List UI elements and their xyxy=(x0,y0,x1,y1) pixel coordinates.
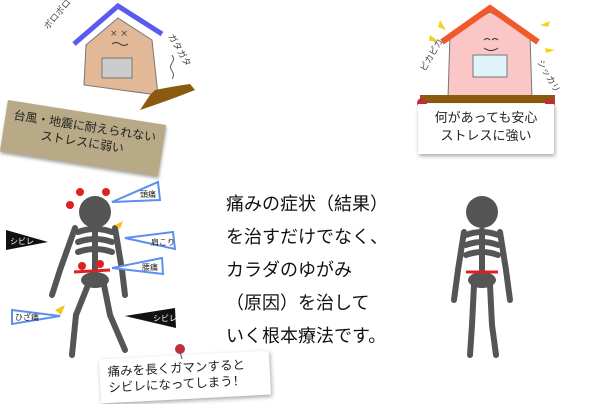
pin-icon xyxy=(175,344,185,360)
svg-text:× ×: × × xyxy=(110,29,128,39)
label-headache: 頭痛 xyxy=(140,189,156,199)
label-lowback: 腰痛 xyxy=(142,262,158,272)
good-house-caption: 何があっても安心 ストレスに強い xyxy=(418,104,554,154)
sound-shikkari: シッカリ xyxy=(534,58,562,95)
sound-boroboro: ボロボロ xyxy=(42,0,74,32)
text-line: （原因）を治して xyxy=(226,293,370,314)
text-line: いく根本療法です。 xyxy=(226,326,387,347)
sound-pikapika: ピカピカ xyxy=(418,37,446,74)
label-shoulder: 肩こり xyxy=(151,237,175,247)
pained-skeleton-illustration: 頭痛 肩こり 腰痛 シビレ ひざ痛 シビレ xyxy=(6,180,177,358)
label-numbness-left: シビレ xyxy=(10,237,34,246)
text-line: 痛みの症状（結果） xyxy=(226,194,388,215)
caption-line: ストレスに強い xyxy=(440,129,532,144)
sound-gatagata: ガタガタ xyxy=(165,32,193,69)
healthy-skeleton-illustration xyxy=(451,196,513,358)
bad-house-illustration: × × ボロボロ ガタガタ xyxy=(42,0,195,110)
bad-house-caption: 台風・地震に耐えられない ストレスに弱い xyxy=(0,100,167,177)
caption-line: 何があっても安心 xyxy=(434,111,538,126)
label-knee: ひざ痛 xyxy=(15,312,39,322)
label-numbness-right: シビレ xyxy=(153,314,177,323)
text-line: を治すだけでなく、 xyxy=(226,227,388,248)
good-house-illustration: ピカピカ シッカリ xyxy=(417,4,562,108)
text-line: カラダのゆがみ xyxy=(226,260,352,281)
main-description: 痛みの症状（結果） を治すだけでなく、カラダのゆがみ （原因）を治していく根本療法で… xyxy=(226,188,388,353)
